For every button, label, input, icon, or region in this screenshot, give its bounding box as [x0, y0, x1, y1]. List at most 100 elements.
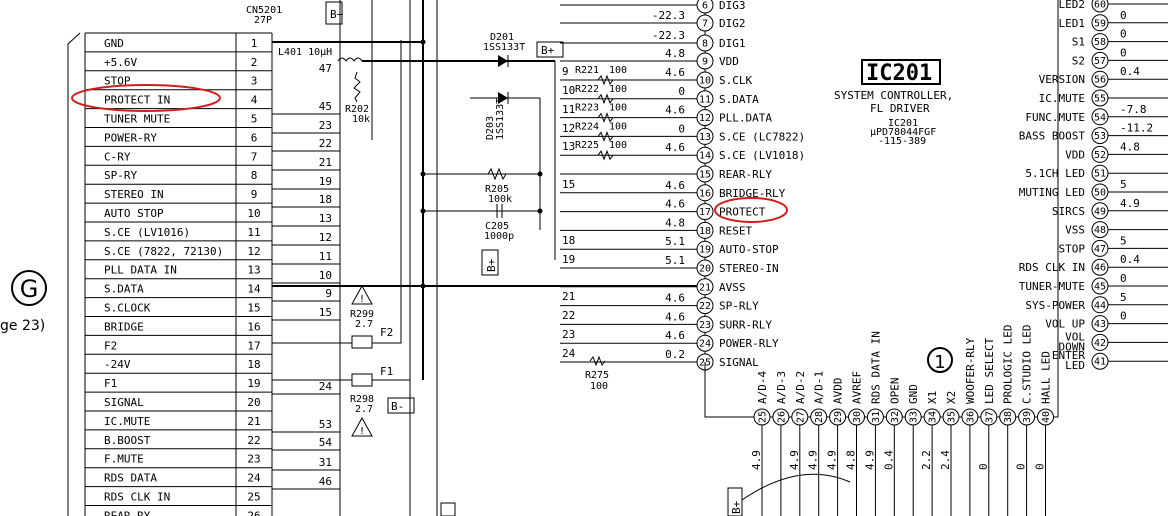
resistor-symbol: [597, 130, 614, 142]
ic-bottom-pin-voltage: 0: [977, 463, 990, 470]
ic-left-pin-voltage: 4.6: [665, 141, 685, 154]
ic-right-pin-label: VOL: [1065, 330, 1085, 343]
page-number-marker: [927, 347, 953, 373]
ic-right-pin-label: TUNER-MUTE: [1019, 280, 1085, 293]
ic-left-pin-label: SIGNAL: [719, 356, 759, 369]
wire-number: 54: [319, 436, 333, 449]
c205-value: 1000p: [484, 231, 514, 242]
ic-right-pin-label: MUTING LED: [1019, 186, 1085, 199]
ic-right-pin-number: 51: [1094, 169, 1106, 180]
connector-pin-number: 7: [251, 150, 258, 163]
r298-value: 2.7: [355, 404, 373, 415]
connector-label: AUTO STOP: [104, 207, 164, 220]
ic-right-pin-number: 52: [1094, 150, 1106, 161]
ic-left-pin-voltage: 4.6: [665, 292, 685, 305]
wire-number: 45: [319, 100, 332, 113]
connector-pin-number: 26: [247, 509, 260, 516]
ic-left-pin-voltage: 0: [678, 85, 685, 98]
connector-pin-number: 8: [251, 169, 258, 182]
ic-right-pin-number: 50: [1094, 188, 1106, 199]
ic-right-pin-voltage: 5: [1120, 234, 1127, 247]
connector-pin-number: 2: [251, 56, 258, 69]
ic-bottom-pin-number: 38: [1003, 411, 1014, 423]
ic-left-pin-label: AUTO-STOP: [719, 243, 779, 256]
connector-label: REAR RY: [104, 509, 151, 516]
ic-left-pin-number: 11: [699, 94, 711, 105]
ic-bottom-pin-number: 33: [909, 411, 920, 423]
ic-left-pin-label: REAR-RLY: [719, 168, 772, 181]
ic-right-pin-voltage: 0: [1120, 9, 1127, 22]
connector-label: TUNER MUTE: [104, 113, 170, 126]
ic-right-pin-number: 58: [1094, 37, 1106, 48]
f1-label: F1: [380, 365, 393, 378]
connector-label: SP-RY: [104, 169, 137, 182]
b-minus-label: B-: [391, 400, 404, 413]
ic-bottom-pin-label: PROLOGIC LED: [1002, 325, 1015, 404]
d201-part: 1SS133T: [483, 42, 525, 53]
connector-label: C-RY: [104, 150, 131, 163]
ic-right-pin-voltage: 0.4: [1120, 253, 1140, 266]
wire-number: 53: [319, 418, 332, 431]
ic-wire-number: 21: [562, 290, 575, 303]
ic-left-pin-voltage: -22.3: [652, 9, 685, 22]
ic-bottom-pin-label: LED SELECT: [983, 337, 996, 404]
connector-label: +5.6V: [104, 56, 137, 69]
wire-number: 9: [325, 287, 332, 300]
ic-left-pin-number: 10: [699, 76, 711, 87]
ic-left-pin-voltage: 5.1: [665, 254, 685, 267]
connector-pin-number: 12: [247, 245, 260, 258]
ic-right-pin-label: IC.MUTE: [1039, 92, 1085, 105]
ic-left-pin-number: 20: [699, 264, 711, 275]
section-letter: G: [20, 275, 39, 303]
ic-left-pin-number: 21: [699, 282, 711, 293]
ic-right-pin-label: BASS BOOST: [1019, 130, 1086, 143]
connector-label: S.CE (7822, 72130): [104, 245, 223, 258]
ic-desc2: FL DRIVER: [870, 102, 930, 115]
resistor-value: 100: [609, 103, 627, 114]
ic-wire-number: 22: [562, 309, 575, 322]
resistor-symbol: [597, 149, 614, 161]
connector-pin-number: 13: [247, 264, 260, 277]
ic-right-pin-number: 48: [1094, 225, 1106, 236]
ic-right-pin-label: FUNC.MUTE: [1025, 111, 1085, 124]
ic-right-pin-number: 41: [1094, 357, 1106, 368]
connector-pin-number: 4: [251, 94, 258, 107]
ic-right-pin-number: 43: [1094, 319, 1106, 330]
ic-right-pin-label: STOP: [1059, 242, 1086, 255]
d201-label: D201: [490, 32, 514, 43]
ic-left-pin-number: 18: [699, 226, 711, 237]
ic-right-pin-number: 59: [1094, 18, 1106, 29]
ic-bottom-pin-label: AVREF: [851, 371, 864, 404]
wire-number: 15: [319, 306, 332, 319]
r205-value: 100k: [488, 194, 512, 205]
connector-label: F2: [104, 339, 117, 352]
ic-left-pin-number: 9: [702, 57, 708, 68]
ic-right-pin-voltage: 0.4: [1120, 65, 1140, 78]
ic-bottom-pin-voltage: 4.8: [845, 450, 858, 470]
ic-left-pin-number: 15: [699, 170, 711, 181]
ic-right-pin-label: LED1: [1059, 17, 1086, 30]
ic-left-pin-number: 24: [699, 339, 711, 350]
ic-left-pin-label: DIG2: [719, 17, 746, 30]
wire-number: 18: [319, 193, 332, 206]
r202-value: 10k: [352, 114, 370, 125]
ic-left-pin-label: RESET: [719, 224, 752, 237]
wire-number: 19: [319, 175, 332, 188]
ic-left-pin-number: 6: [702, 1, 708, 12]
ic-wire-number: 24: [562, 347, 576, 360]
ic-bottom-pin-number: 28: [814, 411, 825, 423]
ic-bottom-pin-label: A/D-3: [775, 371, 788, 404]
r202-label: R202: [345, 104, 369, 115]
ic-bottom-pin-label: X2: [945, 391, 958, 404]
b-plus-label: B+: [541, 44, 555, 57]
connector-pin-number: 25: [247, 491, 260, 504]
ic-bottom-pin-voltage: 0: [1015, 463, 1028, 470]
connector-pin-number: 10: [247, 207, 260, 220]
ic-left-pin-label: SP-RLY: [719, 300, 759, 313]
wire-number: 11: [319, 250, 332, 263]
ic-bottom-pin-voltage: 4.9: [788, 450, 801, 470]
resistor-label: R222: [575, 84, 599, 95]
ic-bottom-pin-label: HALL LED: [1040, 351, 1053, 404]
ic-bottom-pin-number: 36: [965, 411, 976, 423]
